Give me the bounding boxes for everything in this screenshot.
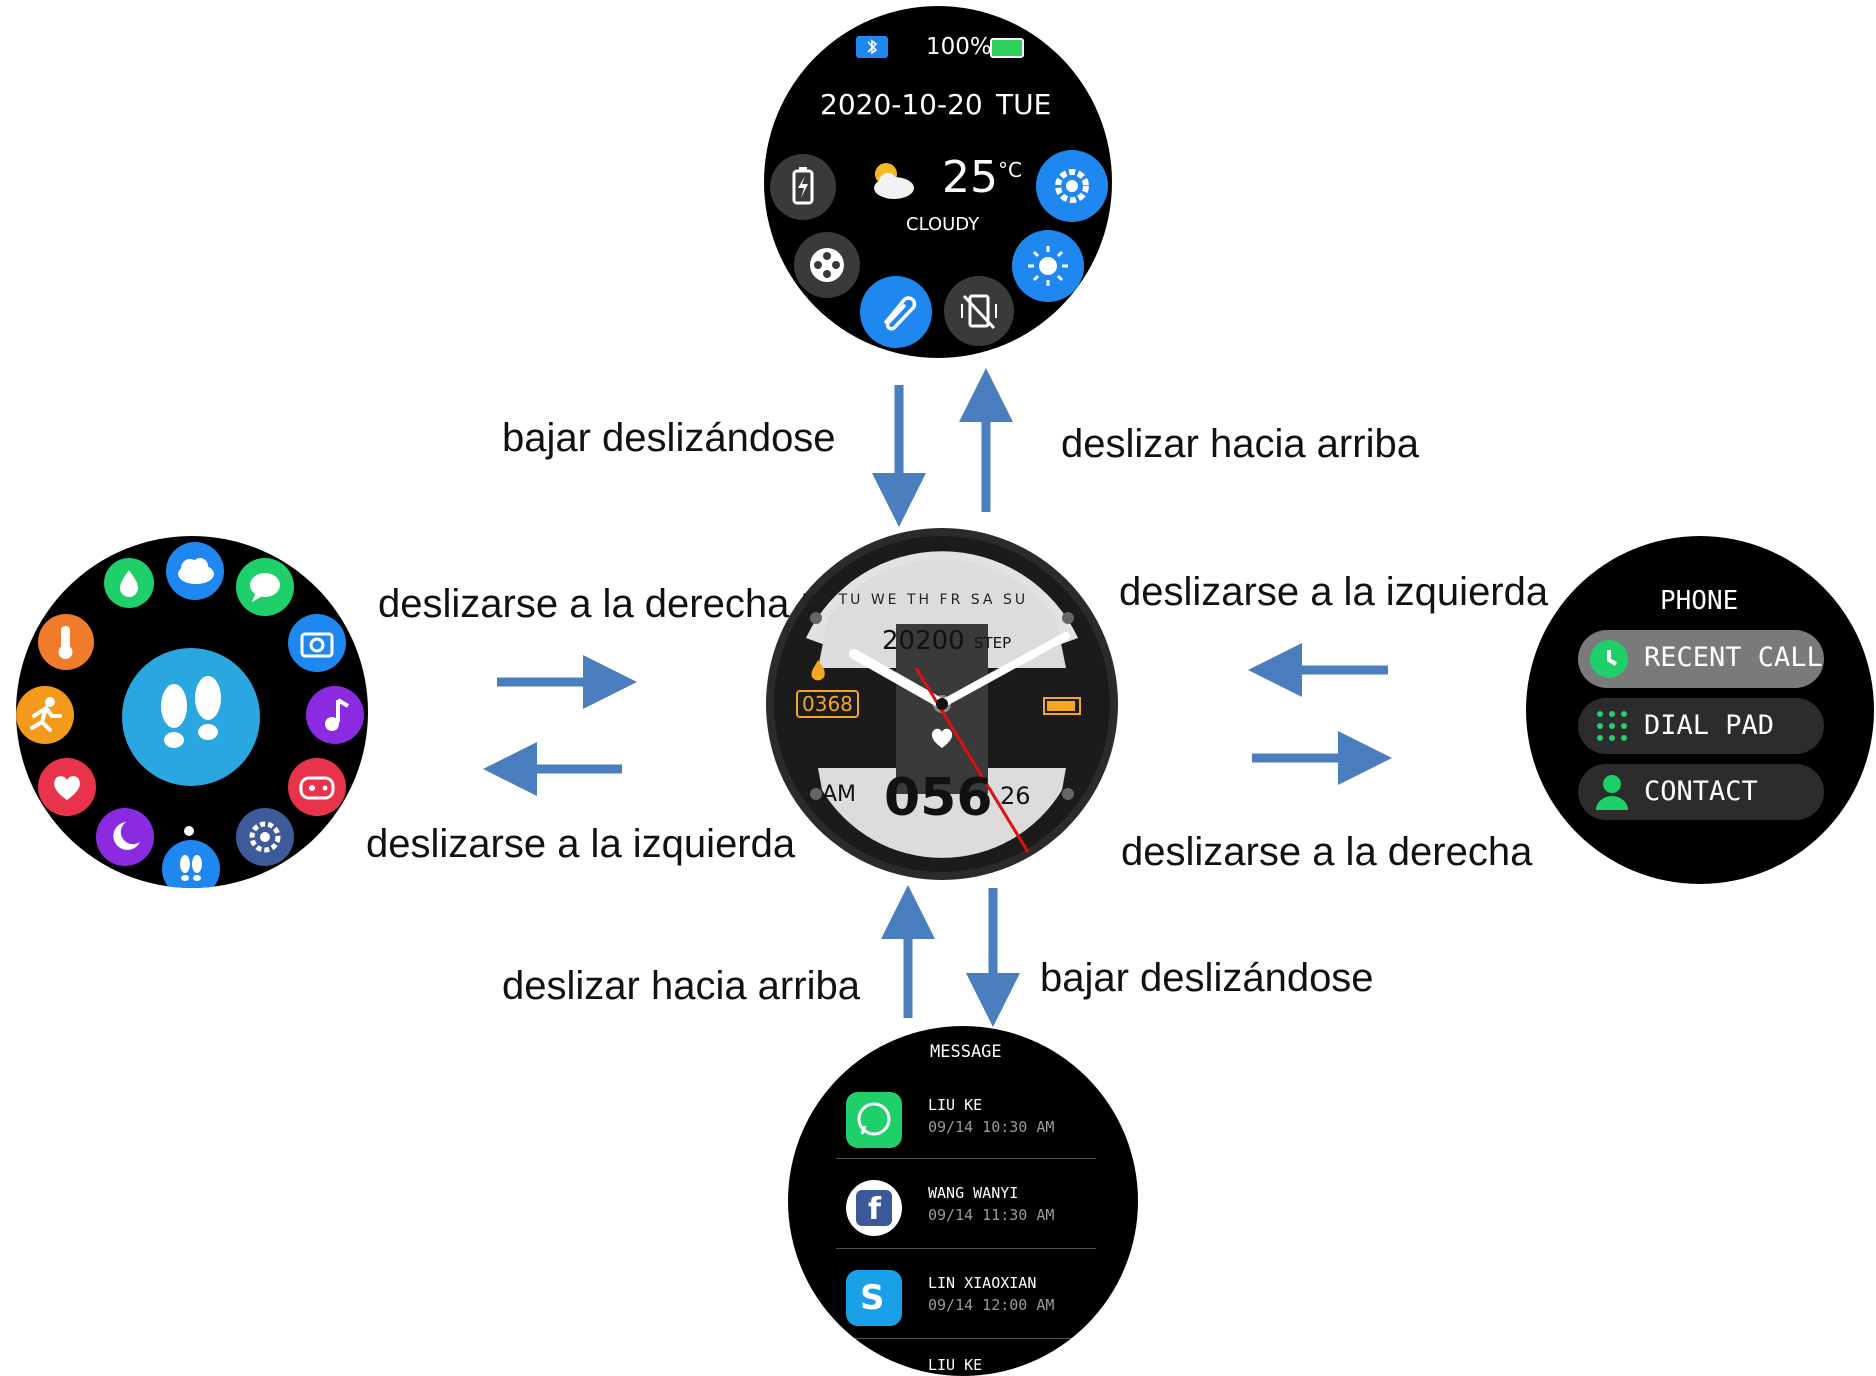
steps-icon[interactable] [162, 840, 220, 888]
message-title: MESSAGE [930, 1042, 1002, 1062]
phone-title: PHONE [1660, 586, 1739, 616]
sender-name: LIU KE [928, 1356, 983, 1374]
battery-icon [990, 38, 1024, 58]
left-watch-app-menu[interactable] [16, 536, 368, 888]
game-icon[interactable] [288, 758, 346, 816]
message-item[interactable]: LIU KE 09/14 10:30 AM [788, 1078, 1138, 1164]
running-icon[interactable] [16, 686, 74, 744]
temperature: 25 [942, 152, 998, 203]
weekday: TUE [996, 88, 1052, 121]
facebook-icon: f [846, 1180, 902, 1236]
message-icon[interactable] [236, 558, 294, 616]
day-we: WE [870, 592, 900, 608]
day-strip: MO TU WE TH FR SA SU [802, 592, 1028, 608]
music-icon[interactable] [306, 686, 364, 744]
steps-count: 20200 [882, 626, 965, 656]
label-left-left: deslizarse a la izquierda [366, 822, 796, 866]
temperature-unit: °C [998, 158, 1022, 182]
label-top-up: deslizar hacia arriba [1061, 422, 1419, 466]
sender-name: LIU KE [928, 1096, 983, 1114]
watch-face-graphic [766, 528, 1118, 880]
settings-icon[interactable] [1036, 150, 1108, 222]
day-sa: SA [970, 592, 996, 608]
center-watch-face[interactable]: MO TU WE TH FR SA SU 20200 STEP 0368 AM … [766, 528, 1118, 880]
day-mo: MO [802, 592, 832, 608]
message-item[interactable]: S LIN XIAOXIAN 09/14 12:00 AM [788, 1256, 1138, 1342]
brightness-icon[interactable] [1012, 230, 1084, 302]
date: 2020-10-20 [820, 88, 983, 121]
sender-name: LIN XIAOXIAN [928, 1274, 1037, 1292]
calories: 0368 [796, 690, 859, 718]
weather-condition: CLOUDY [906, 214, 980, 235]
day-th: TH [906, 592, 933, 608]
fire-icon [808, 658, 828, 682]
heart-rate-icon [928, 726, 956, 750]
right-watch-phone[interactable]: PHONE RECENT CALL DIAL PAD CONTACT [1526, 536, 1874, 884]
bottom-watch-messages[interactable]: MESSAGE LIU KE 09/14 10:30 AM f WANG WAN… [788, 1026, 1138, 1376]
label-right-left: deslizarse a la izquierda [1119, 570, 1549, 614]
ampm: AM [822, 782, 857, 807]
recent-call-button[interactable]: RECENT CALL [1578, 630, 1824, 688]
big-number: 056 [884, 768, 993, 828]
weather-cloudy-icon [866, 158, 918, 202]
skype-icon: S [846, 1270, 902, 1326]
label-bottom-down: bajar deslizándose [1040, 956, 1374, 1000]
message-time: 09/14 11:30 AM [928, 1206, 1055, 1224]
label-top-down: bajar deslizándose [502, 416, 836, 460]
recent-call-label: RECENT CALL [1644, 642, 1823, 673]
contact-button[interactable]: CONTACT [1578, 764, 1824, 820]
divider [836, 1338, 1096, 1339]
label-right-right: deslizarse a la derecha [1121, 830, 1533, 874]
oxygen-icon[interactable] [104, 558, 154, 608]
dial-pad-label: DIAL PAD [1644, 710, 1775, 741]
weather-icon[interactable] [166, 542, 224, 600]
settings-icon[interactable] [236, 808, 294, 866]
steps-center-icon[interactable] [122, 648, 260, 786]
day-su: SU [1002, 592, 1029, 608]
whatsapp-icon [846, 1092, 902, 1148]
battery-saver-icon[interactable] [770, 154, 836, 220]
vibration-off-icon[interactable] [944, 276, 1014, 346]
dialpad-icon [1594, 708, 1630, 744]
link-icon[interactable] [860, 276, 932, 348]
top-watch-control-center[interactable]: 100% 2020-10-20 TUE 25 °C CLOUDY [764, 6, 1112, 358]
divider [836, 1158, 1096, 1159]
divider [836, 1248, 1096, 1249]
label-left-right: deslizarse a la derecha [378, 582, 790, 626]
camera-icon[interactable] [288, 614, 346, 672]
label-bottom-up: deslizar hacia arriba [502, 964, 860, 1008]
dial-pad-button[interactable]: DIAL PAD [1578, 698, 1824, 754]
bluetooth-icon [856, 36, 888, 58]
page-indicator [184, 826, 194, 836]
sleep-icon[interactable] [96, 808, 154, 866]
contact-icon [1594, 772, 1630, 812]
film-icon[interactable] [794, 232, 860, 298]
thermometer-icon[interactable] [38, 614, 94, 670]
heart-icon[interactable] [38, 758, 96, 816]
steps-unit: STEP [974, 634, 1012, 652]
message-item[interactable]: f WANG WANYI 09/14 11:30 AM [788, 1166, 1138, 1252]
day-fr: FR [939, 592, 964, 608]
message-time: 09/14 10:30 AM [928, 1118, 1055, 1136]
sender-name: WANG WANYI [928, 1184, 1019, 1202]
contact-label: CONTACT [1644, 776, 1758, 807]
message-time: 09/14 12:00 AM [928, 1296, 1055, 1314]
day-tu: TU [838, 592, 864, 608]
clock-icon [1590, 640, 1628, 678]
small-number: 26 [1000, 782, 1031, 810]
battery-percent: 100% [926, 34, 992, 60]
